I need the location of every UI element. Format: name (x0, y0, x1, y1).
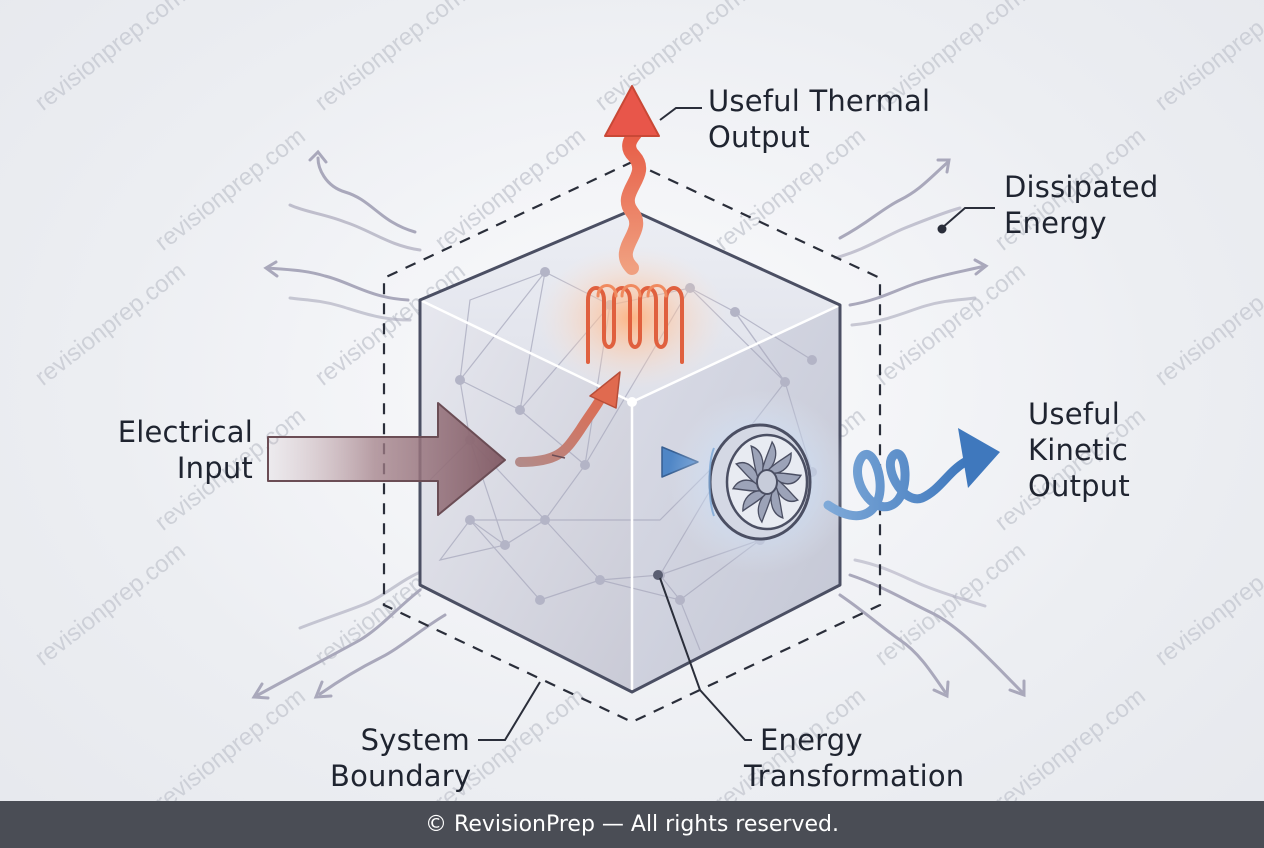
label-leader-lines (478, 107, 995, 741)
label-useful-kinetic-output: Useful Kinetic Output (1028, 396, 1130, 504)
leader-thermal (659, 107, 702, 121)
footer-text: © RevisionPrep — All rights reserved. (425, 812, 839, 837)
transformation-point (653, 570, 663, 580)
fan-icon (708, 423, 812, 541)
label-line: Energy (1004, 206, 1107, 240)
fan-blade (766, 451, 792, 475)
dissipation-wave (266, 266, 410, 302)
dissipation-wave (838, 160, 950, 240)
copyright-footer: © RevisionPrep — All rights reserved. (0, 801, 1264, 848)
dissipation-arrowhead (308, 149, 328, 164)
label-system-boundary: System Boundary (330, 722, 472, 794)
dissipation-wave (318, 613, 447, 696)
dissipation-arrowhead (932, 680, 950, 699)
label-line: Input (176, 451, 253, 485)
fan-blade (731, 479, 762, 492)
electrical-input-arrow (267, 402, 506, 516)
label-line: Useful (1028, 397, 1121, 431)
dissipation-arrowhead (1008, 679, 1026, 698)
label-dissipated-energy: Dissipated Energy (1004, 169, 1158, 241)
leader-dot (937, 224, 947, 234)
dissipation-wave (288, 296, 412, 322)
fan-blade (750, 445, 764, 479)
dissipation-arrowhead (263, 260, 279, 278)
dissipation-wave (288, 203, 422, 252)
dissipation-arrowhead (313, 680, 333, 699)
cube-outline (418, 208, 842, 694)
label-line: Useful Thermal (708, 84, 931, 118)
fan-blade (770, 485, 784, 519)
label-energy-transformation: Energy Transformation (744, 722, 984, 794)
leader-boundary (478, 681, 541, 741)
dissipation-wave (256, 588, 422, 697)
label-line: Energy (760, 723, 863, 757)
kinetic-output-arrow (823, 428, 1000, 521)
heating-coil-icon (586, 284, 684, 364)
dissipation-arrowhead (936, 158, 951, 174)
fan-blade (734, 461, 760, 486)
label-electrical-input: Electrical Input (90, 414, 253, 486)
cube-center-node (627, 397, 637, 407)
label-line: Dissipated (1004, 170, 1159, 204)
dissipation-wave (850, 296, 977, 327)
dissipation-arrowhead (973, 258, 989, 276)
dissipation-wave (848, 573, 1024, 694)
dissipation-wave (838, 593, 947, 694)
thermal-output-arrow (604, 85, 660, 275)
dissipation-wave (853, 558, 987, 608)
label-line: Electrical (117, 415, 253, 449)
dissipation-wave (316, 156, 417, 234)
fan-blade (774, 478, 800, 503)
label-line: Output (1028, 469, 1130, 503)
cube-left-face (420, 300, 632, 692)
dissipation-wave (833, 206, 962, 260)
fan-blade (772, 472, 803, 485)
fan-blade (742, 489, 768, 513)
label-useful-thermal-output: Useful Thermal Output (708, 83, 930, 155)
dissipation-wave (848, 264, 987, 307)
label-line: Kinetic (1028, 433, 1129, 467)
dissipated-energy-arrows (251, 149, 1026, 700)
dissipation-wave (298, 568, 427, 630)
label-line: Output (708, 120, 810, 154)
label-line: System (360, 723, 470, 757)
label-line: Boundary (330, 759, 472, 793)
leader-transformation (659, 577, 752, 741)
fan-blade (757, 491, 773, 524)
label-line: Transformation (744, 759, 965, 793)
leader-dissipated (941, 207, 995, 229)
dissipation-arrowhead (251, 682, 270, 700)
